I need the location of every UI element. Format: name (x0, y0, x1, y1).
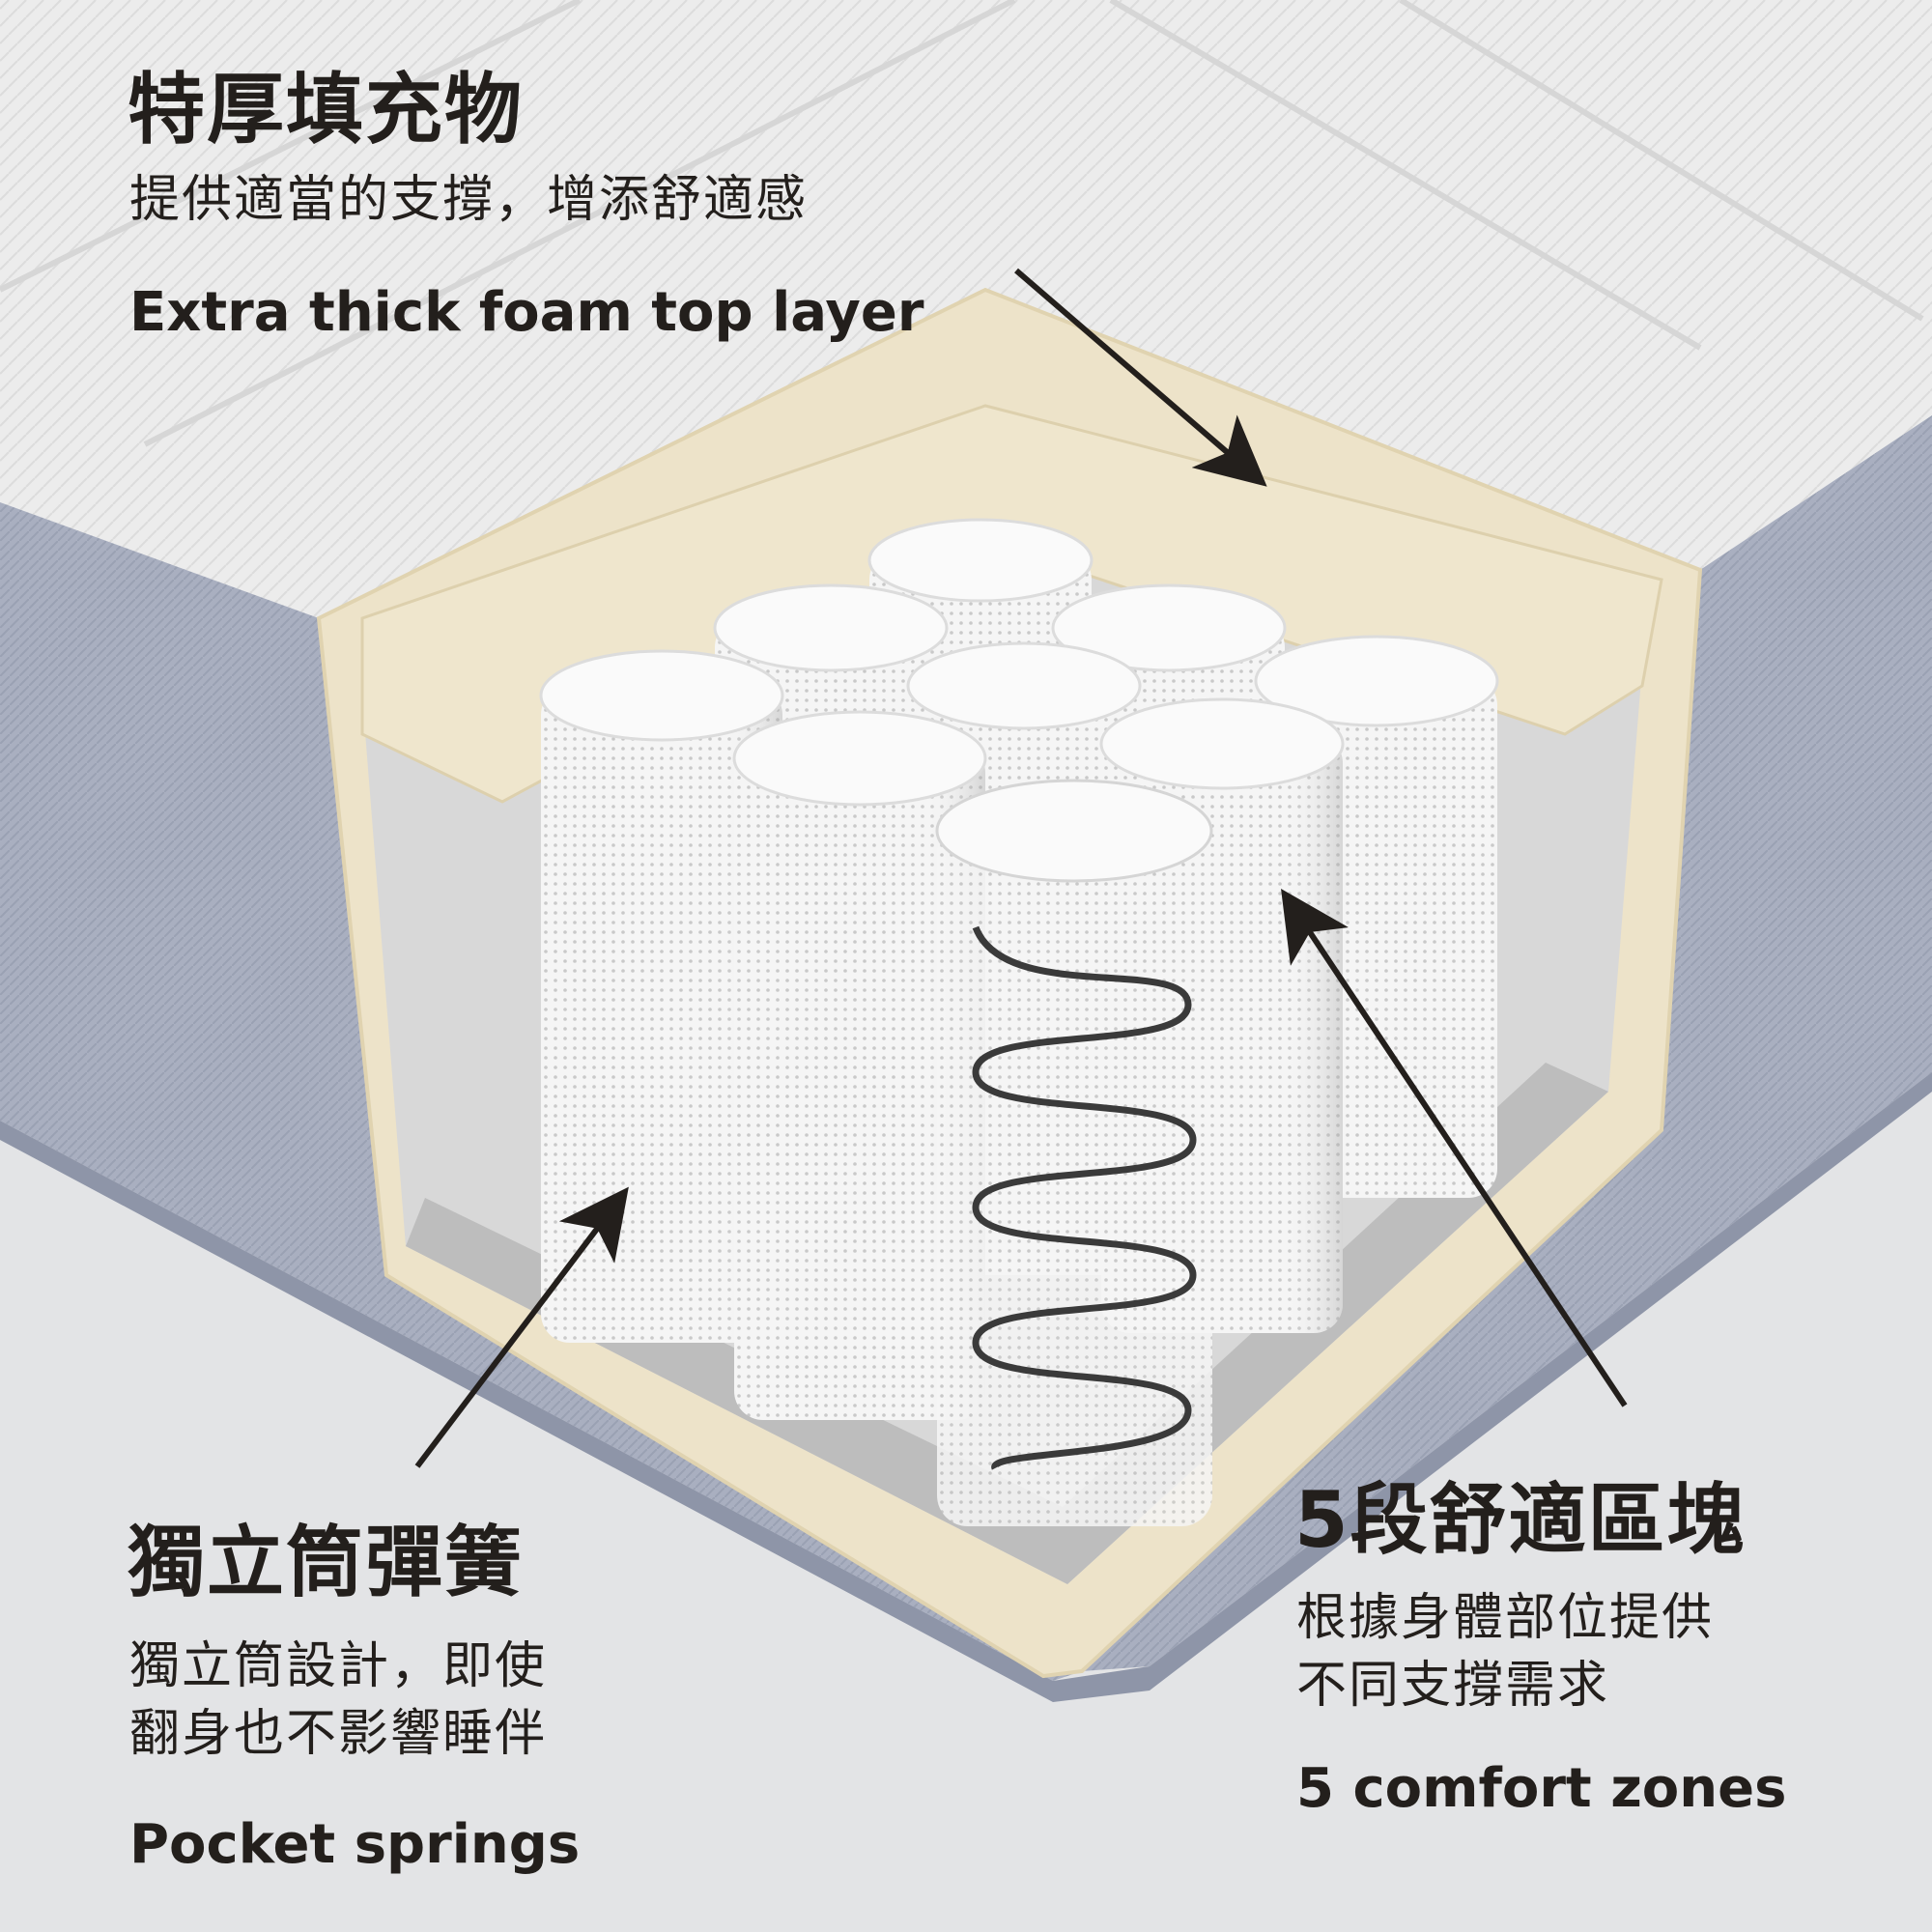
mattress-side-left (0, 502, 1082, 1681)
callout-left-title: 獨立筒彈簧 (128, 1518, 524, 1607)
callout-left-english: Pocket springs (129, 1813, 581, 1876)
quilting-lines (0, 0, 1924, 447)
callout-top-english: Extra thick foam top layer (129, 281, 924, 344)
arrow-icon (1014, 268, 1267, 487)
callout-right-subtitle: 根據身體部位提供 不同支撐需求 (1296, 1589, 1715, 1716)
arrow-icon (414, 1186, 629, 1468)
callout-right-title: 5段舒適區塊 (1294, 1475, 1747, 1565)
callout-left-subtitle: 獨立筒設計，即使 翻身也不影響睡伴 (129, 1637, 548, 1764)
open-pocket-spring (935, 779, 1213, 1526)
callout-top-subtitle: 提供適當的支撐，增添舒適感 (129, 171, 809, 229)
arrow-icon (1281, 889, 1628, 1407)
mattress-side-right (1082, 415, 1932, 1671)
coil-spring (972, 925, 1197, 1470)
callout-right-english: 5 comfort zones (1296, 1757, 1787, 1820)
callout-top-title: 特厚填充物 (128, 65, 524, 155)
pocket-springs (539, 518, 1499, 1526)
